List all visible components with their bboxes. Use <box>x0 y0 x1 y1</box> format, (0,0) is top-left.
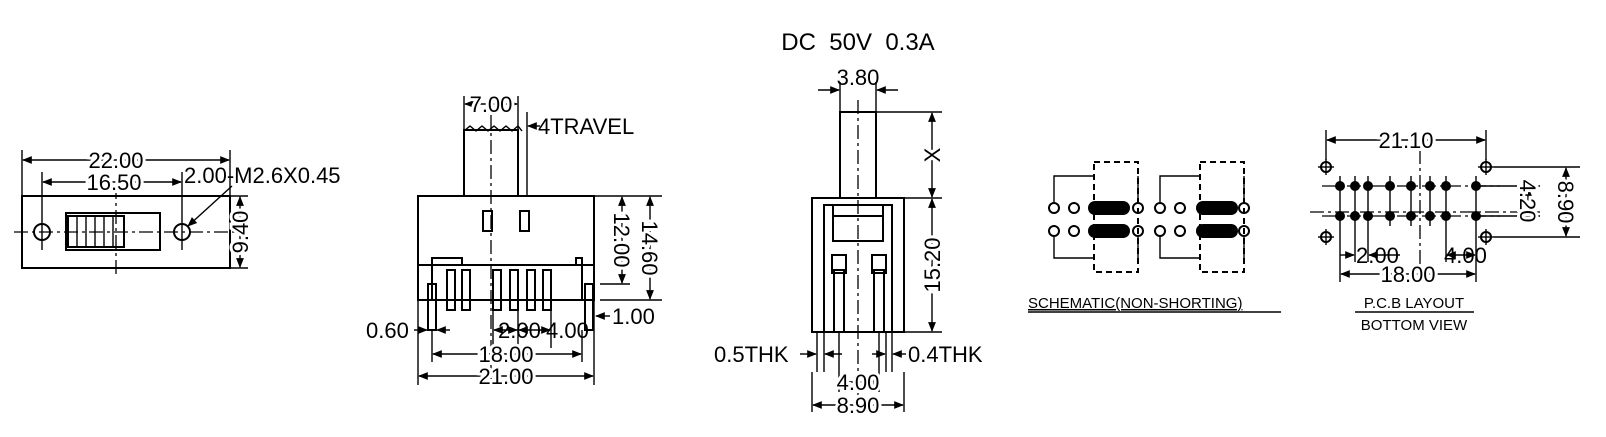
pcb-layout: 21.10 4.20 8.90 2.00 4.00 18.00 P.C.B LA… <box>1310 125 1581 334</box>
front-terminal-8 <box>584 283 594 331</box>
schematic-slider-left <box>1093 161 1139 273</box>
dim-terminal-span: 18.00 <box>478 342 533 367</box>
dim-width: 9.40 <box>228 211 253 254</box>
schematic-caption: SCHEMATIC(NON-SHORTING) <box>1028 295 1242 312</box>
dim-total-height: 14.60 <box>637 220 662 275</box>
pcb-dim-mount-span: 21.10 <box>1378 128 1433 153</box>
front-terminal-7 <box>542 269 552 311</box>
front-view: 7.00 4TRAVEL 12.00 14.60 1.00 0.60 2.00 … <box>366 89 665 392</box>
front-terminal-5 <box>509 269 519 311</box>
side-terminal-left <box>833 269 845 333</box>
schematic: SCHEMATIC(NON-SHORTING) <box>1028 161 1281 313</box>
front-body <box>417 195 595 301</box>
slider-actuator <box>67 215 125 248</box>
dim-offset: 1.00 <box>612 304 655 329</box>
pcb-dim-pitch-inner: 2.00 <box>1356 243 1399 268</box>
dim-body-height: 12.00 <box>609 212 634 267</box>
front-terminal-2 <box>446 269 456 311</box>
dim-knob-height: X <box>920 147 945 162</box>
dim-pitch-inner: 2.00 <box>498 318 541 343</box>
pcb-dim-total-height: 8.90 <box>1553 181 1578 224</box>
side-terminal-right <box>873 269 885 333</box>
dim-knob-width-side: 3.80 <box>837 65 880 90</box>
dim-left-thickness: 0.5THK <box>714 342 789 367</box>
pcb-caption-line1: P.C.B LAYOUT <box>1364 295 1464 312</box>
dim-pin-thickness: 0.60 <box>366 318 409 343</box>
dim-knob-width: 7.00 <box>470 92 513 117</box>
dim-body-length: 21.00 <box>478 364 533 389</box>
travel-label: 4TRAVEL <box>538 114 634 139</box>
dim-hole-pitch: 16.50 <box>86 170 141 195</box>
front-terminal-6 <box>526 269 536 311</box>
schematic-slider-right <box>1199 161 1245 273</box>
dim-body-width-side: 8.90 <box>837 393 880 418</box>
top-view: 22.00 16.50 2.00-M2.6X0.45 9.40 <box>14 145 341 276</box>
hole-note: 2.00-M2.6X0.45 <box>184 163 341 188</box>
side-body <box>811 197 905 333</box>
front-terminal-3 <box>461 269 471 311</box>
rating-label: DC 50V 0.3A <box>781 29 934 56</box>
pcb-dim-terminal-span: 18.00 <box>1380 262 1435 287</box>
pcb-caption-line2: BOTTOM VIEW <box>1361 317 1468 334</box>
dim-right-thickness: 0.4THK <box>908 342 983 367</box>
dim-overall-length: 22.00 <box>88 148 143 173</box>
dim-pin-spacing: 4.00 <box>837 370 880 395</box>
front-knob <box>463 129 519 196</box>
pcb-dim-row-spacing: 4.20 <box>1515 180 1540 223</box>
side-view: 3.80 X 15.20 0.5THK 0.4THK 4.00 8.90 <box>714 65 983 421</box>
front-terminal-4 <box>492 269 502 311</box>
slider-window <box>65 212 161 251</box>
dim-body-height-side: 15.20 <box>920 237 945 292</box>
pcb-dim-pitch-outer: 4.00 <box>1444 243 1487 268</box>
